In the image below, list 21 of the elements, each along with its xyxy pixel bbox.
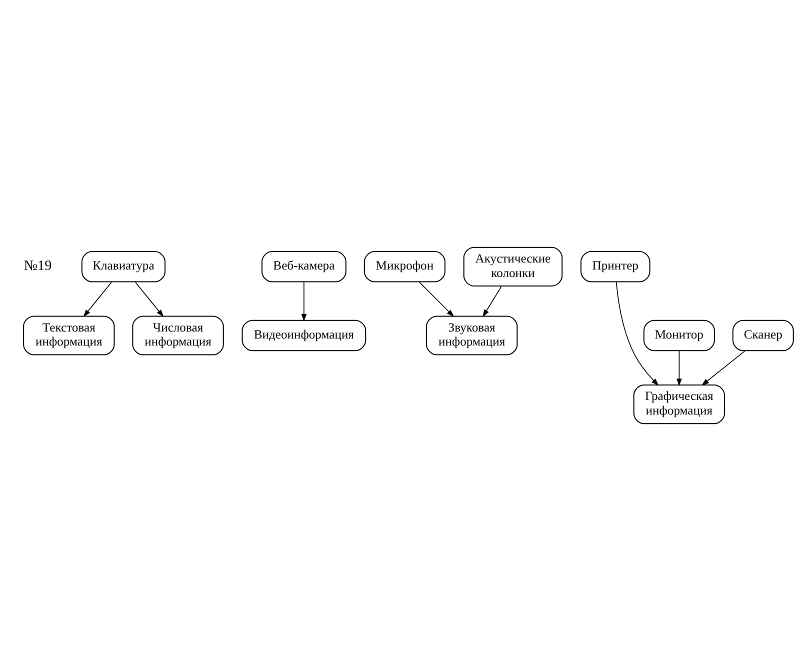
label: №19 bbox=[24, 258, 52, 274]
node-box: Сканер bbox=[732, 320, 794, 352]
node-box: Графическая информация bbox=[633, 384, 726, 424]
node-box: Числовая информация bbox=[132, 316, 224, 356]
node-box: Звуковая информация bbox=[426, 316, 518, 356]
arrow bbox=[616, 281, 659, 386]
arrow bbox=[418, 282, 454, 317]
node-box: Клавиатура bbox=[81, 251, 166, 282]
node-box: Видеоинформация bbox=[242, 320, 366, 352]
node-box: Принтер bbox=[580, 251, 650, 282]
arrow bbox=[482, 286, 502, 318]
node-box: Текстовая информация bbox=[23, 316, 115, 356]
arrow bbox=[701, 350, 746, 386]
arrow bbox=[83, 282, 112, 318]
node-box: Веб-камера bbox=[261, 251, 346, 282]
arrow bbox=[134, 282, 164, 318]
node-box: Монитор bbox=[643, 320, 715, 352]
node-box: Акустические колонки bbox=[463, 246, 563, 286]
arrow bbox=[676, 350, 682, 386]
arrow bbox=[301, 282, 307, 322]
node-box: Микрофон bbox=[364, 251, 446, 282]
